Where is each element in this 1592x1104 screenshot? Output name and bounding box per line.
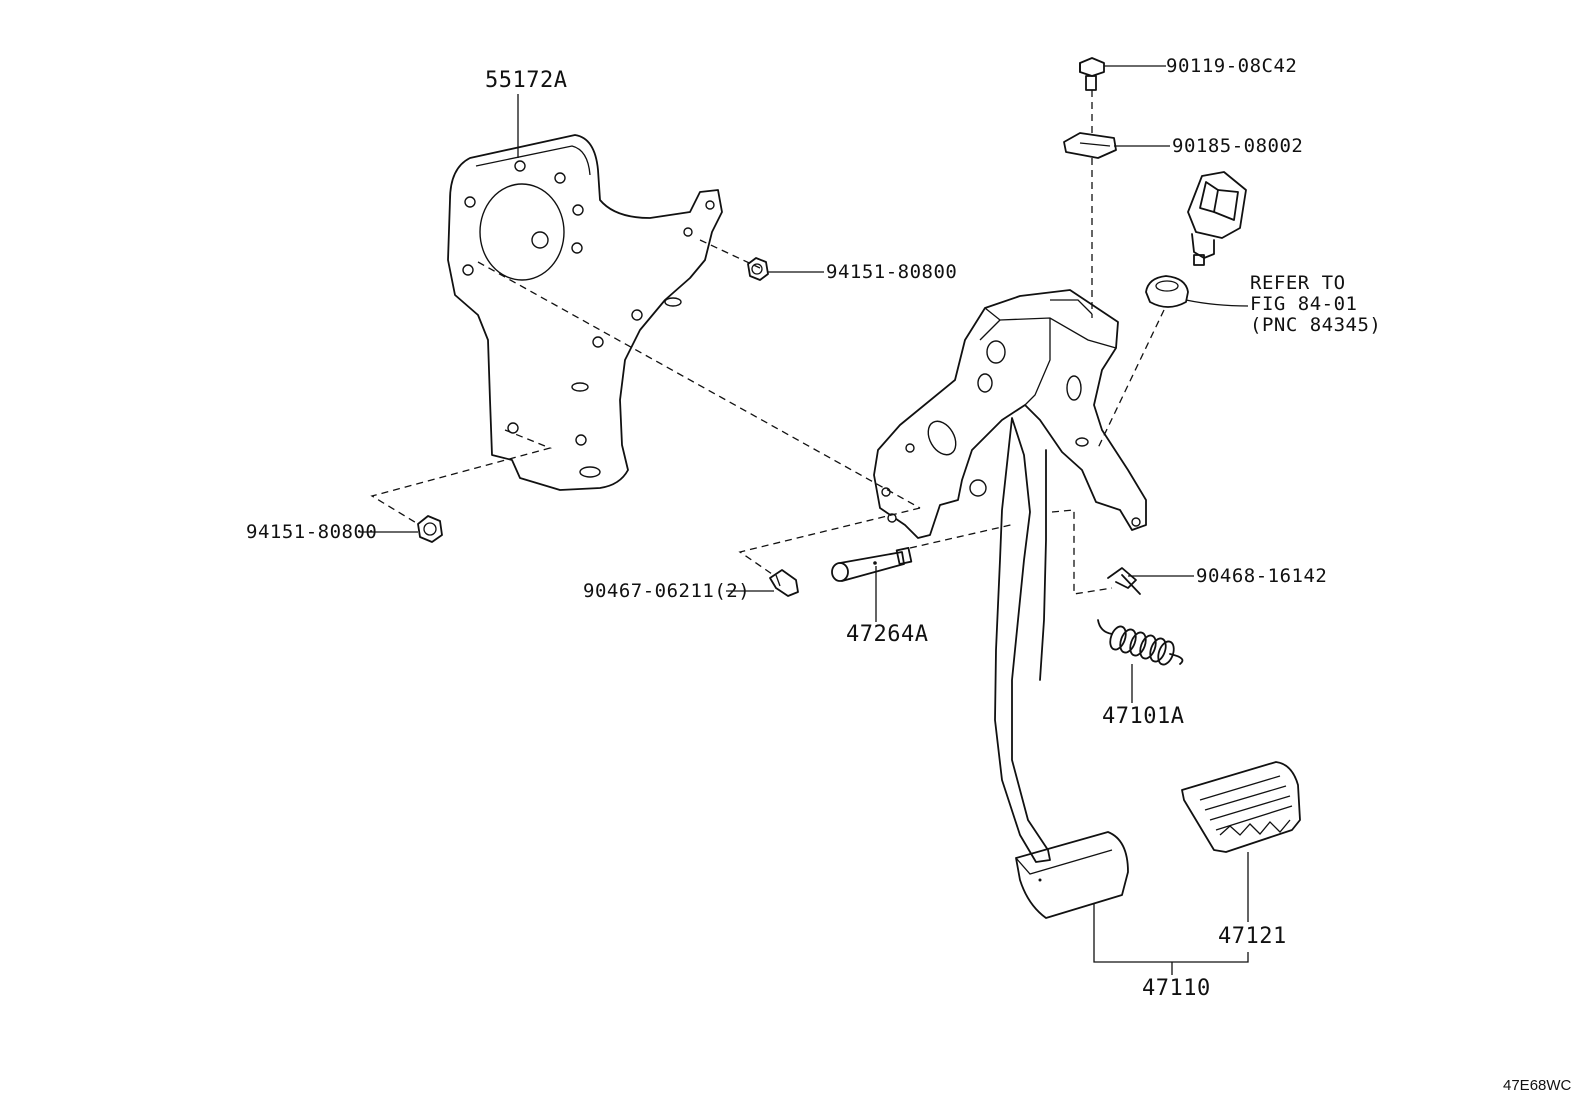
label-bolt-top: 90119-08C42 [1166,55,1297,77]
label-refer-line2: FIG 84-01 [1250,293,1357,315]
label-clip-pair: 90467-06211(2) [583,580,750,602]
brake-pedal-arm-part [994,417,1129,919]
label-pad: 47121 [1218,924,1287,949]
label-clip-pin: 90468-16142 [1196,565,1327,587]
label-clip-nut: 90185-08002 [1172,135,1303,157]
clip-part [769,569,799,597]
label-bracket: 55172A [485,68,567,93]
leader-lines [360,65,1249,975]
label-pin: 47264A [846,622,928,647]
pedal-support-part [873,289,1147,539]
label-spring: 47101A [1102,704,1184,729]
label-nut-lower: 94151-80800 [246,521,377,543]
label-refer-line1: REFER TO [1250,272,1346,294]
nut-lower-part [417,515,443,543]
assembly-lines [370,90,1165,595]
bolt-top-part [1079,57,1105,91]
pin-part [831,547,913,582]
clip-pin-part [1107,567,1141,595]
clip-nut-part [1063,132,1117,159]
label-refer-line3: (PNC 84345) [1250,314,1381,336]
bracket-55172a-part [447,134,723,491]
pedal-pad-part [1181,761,1301,853]
nut-upper-part [747,257,769,281]
stop-lamp-switch-part [1145,171,1247,308]
spring-part [1097,619,1184,666]
diagram-code: 47E68WC [1503,1077,1572,1094]
label-nut-upper: 94151-80800 [826,261,957,283]
label-pedal: 47110 [1142,976,1211,1001]
